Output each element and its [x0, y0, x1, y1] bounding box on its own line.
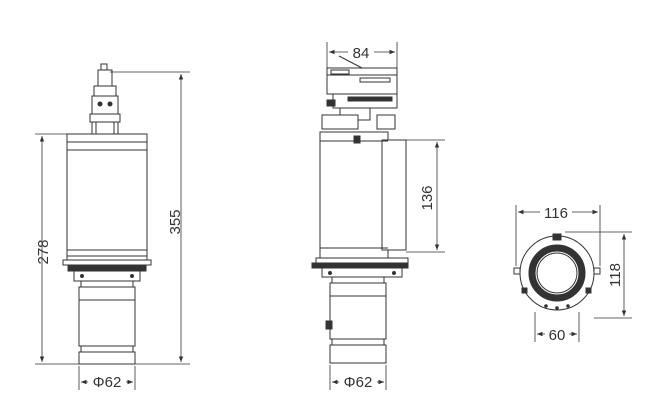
front-view	[62, 63, 152, 365]
dim-label-116: 116	[544, 205, 568, 222]
dim-front-diameter	[78, 366, 136, 390]
front-lens-tube	[78, 280, 136, 365]
bottom-view	[513, 233, 601, 311]
dim-label-136: 136	[419, 185, 436, 210]
dim-label-84: 84	[353, 45, 370, 62]
dim-label-side-phi62: Φ62	[344, 374, 373, 391]
dim-label-355: 355	[167, 209, 184, 234]
front-housing	[66, 133, 148, 261]
dim-side-diameter	[329, 365, 387, 390]
dim-side-height	[406, 139, 445, 253]
bottom-lens	[536, 252, 578, 294]
side-track-adapter	[321, 55, 398, 130]
dim-label-278: 278	[35, 239, 52, 264]
front-flange	[62, 259, 152, 282]
side-view	[311, 55, 409, 364]
dim-bottom-height	[565, 231, 632, 319]
dim-bottom-width	[515, 205, 601, 266]
dim-label-60: 60	[549, 327, 566, 344]
dim-label-front-phi62: Φ62	[93, 374, 122, 391]
dim-side-width	[326, 42, 398, 68]
dim-bottom-inner	[534, 312, 580, 342]
side-flange	[311, 257, 409, 278]
bottom-lens-ring	[528, 244, 586, 302]
side-lens-tube	[325, 276, 387, 364]
dim-front-total	[110, 71, 190, 365]
dim-label-118: 118	[607, 263, 624, 287]
side-housing	[319, 131, 407, 259]
dim-front-body	[35, 133, 79, 365]
